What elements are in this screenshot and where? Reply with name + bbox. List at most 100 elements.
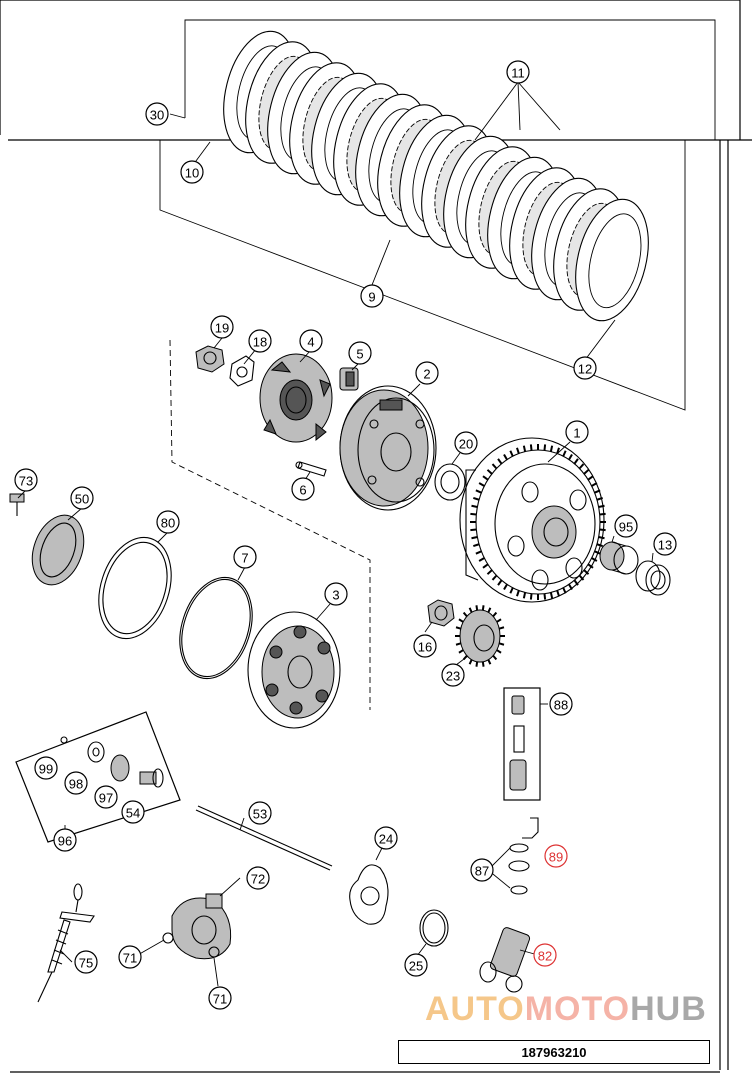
gear-tooth	[470, 512, 477, 516]
gear-tooth	[556, 447, 560, 454]
callout-18: 18	[248, 329, 272, 353]
watermark-auto: AUTO	[425, 990, 525, 1028]
gear-tooth	[529, 593, 533, 600]
callout-number: 50	[75, 492, 89, 507]
inner-hub-frame	[169, 339, 371, 710]
callout-number: 72	[251, 872, 265, 887]
gear-tooth	[598, 504, 605, 509]
callout-number: 88	[554, 698, 568, 713]
callout-9: 9	[360, 284, 384, 308]
gear-tooth	[473, 543, 480, 548]
gear-tooth	[573, 579, 579, 586]
bleeder-75	[37, 883, 95, 1003]
gear-tooth	[549, 445, 554, 452]
gear-tooth	[543, 444, 547, 451]
callout-25: 25	[404, 953, 428, 977]
callout-number: 73	[19, 474, 33, 489]
callout-71a: 71	[118, 945, 142, 969]
callout-19: 19	[210, 315, 234, 339]
callout-number: 71	[213, 992, 227, 1007]
gear-tooth	[578, 463, 585, 470]
clutch-cover-3	[247, 611, 341, 729]
gear-tooth	[594, 489, 601, 494]
callout-number: 13	[658, 538, 672, 553]
callout-95: 95	[614, 514, 638, 538]
gear-tooth	[503, 583, 508, 591]
callout-24: 24	[374, 826, 398, 850]
watermark-logo: AUTOMOTOHUB	[425, 990, 707, 1029]
callout-87: 87	[470, 858, 494, 882]
callout-50: 50	[70, 486, 94, 510]
gear-tooth	[496, 618, 502, 623]
watermark-hub: HUB	[630, 990, 707, 1028]
callout-number: 71	[123, 951, 137, 966]
outer-clutch-basket-1	[459, 437, 606, 603]
gear-tooth	[529, 444, 533, 451]
callout-75: 75	[74, 950, 98, 974]
callout-88: 88	[549, 692, 573, 716]
diagram-number: 187963210	[521, 1044, 587, 1060]
gear-tooth	[497, 579, 503, 586]
gear-tooth	[462, 611, 468, 618]
gear-tooth	[487, 659, 492, 665]
needle-bearing-95	[599, 541, 639, 575]
callout-96: 96	[53, 828, 77, 852]
gear-tooth	[591, 557, 598, 562]
gear-tooth	[573, 458, 579, 465]
callout-71b: 71	[208, 986, 232, 1010]
callout-2: 2	[415, 361, 439, 385]
gear-tooth	[598, 535, 605, 540]
callout-6: 6	[291, 477, 315, 501]
callout-23: 23	[441, 663, 465, 687]
gear-tooth	[509, 450, 514, 457]
callout-7: 7	[233, 545, 257, 569]
gear-tooth	[498, 626, 505, 630]
callout-number: 96	[58, 834, 72, 849]
callout-number: 23	[446, 669, 460, 684]
gear-tooth	[486, 569, 493, 575]
callout-number: 99	[39, 762, 53, 777]
gear-tooth	[482, 475, 489, 481]
gear-tooth	[496, 649, 502, 654]
pressure-plate-2	[339, 385, 437, 511]
gear-tooth	[522, 592, 527, 599]
gear-tooth	[509, 587, 514, 594]
callout-number: 19	[215, 321, 229, 336]
gear-tooth	[475, 489, 482, 494]
callout-54: 54	[121, 800, 145, 824]
callout-number: 75	[79, 956, 93, 971]
gear-tooth	[516, 590, 520, 597]
callout-number: 3	[332, 588, 339, 603]
clutch-disc	[575, 198, 649, 322]
gear-tooth	[492, 654, 498, 661]
watermark-moto: MOTO	[524, 990, 631, 1028]
sleeve-13	[635, 560, 671, 596]
callout-number: 53	[253, 807, 267, 822]
callout-number: 54	[126, 806, 140, 821]
thrust-washer-20	[434, 463, 466, 501]
gear-tooth	[578, 574, 585, 581]
nut-16	[427, 599, 455, 627]
callout-number: 24	[379, 832, 393, 847]
slave-cylinder-82	[479, 927, 531, 993]
callout-10: 10	[180, 160, 204, 184]
callout-5: 5	[348, 341, 372, 365]
gear-tooth	[599, 512, 606, 516]
gasket-24	[349, 864, 389, 925]
gear-tooth	[473, 496, 480, 501]
callout-16: 16	[413, 634, 437, 658]
gear-tooth	[516, 447, 520, 454]
callout-1: 1	[565, 420, 589, 444]
callout-89: 89	[544, 844, 568, 868]
slave-cover-71-72	[162, 893, 232, 960]
gear-tooth	[487, 607, 492, 613]
callout-13: 13	[653, 532, 677, 556]
gear-tooth	[478, 482, 485, 487]
callout-80: 80	[156, 510, 180, 534]
callout-82: 82	[533, 943, 557, 967]
gear-tooth	[470, 528, 477, 532]
gear-tooth	[471, 535, 478, 540]
gear-tooth	[468, 607, 473, 613]
clutch-pack-frame	[159, 19, 716, 411]
callout-11: 11	[506, 60, 530, 84]
